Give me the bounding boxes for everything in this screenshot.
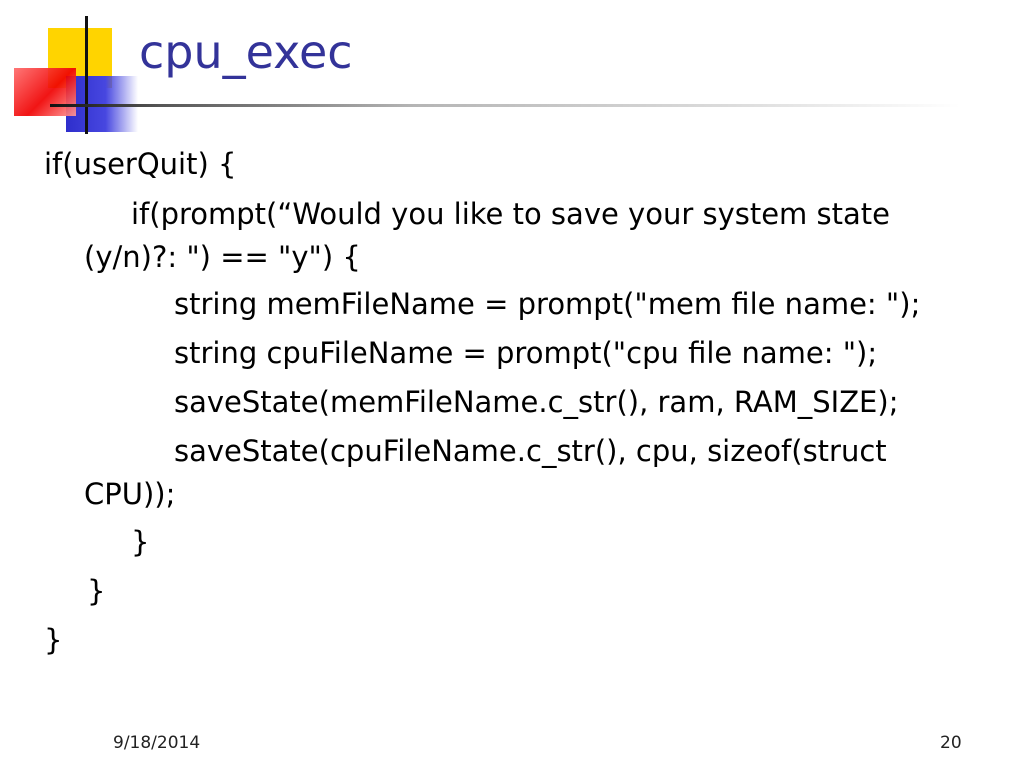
code-line: string cpuFileName = prompt("cpu file na… — [174, 336, 878, 370]
code-line: CPU)); — [84, 477, 176, 511]
code-line: string memFileName = prompt("mem file na… — [174, 287, 921, 321]
code-line: saveState(cpuFileName.c_str(), cpu, size… — [174, 434, 887, 468]
logo-red-square — [14, 68, 76, 116]
title-underline — [50, 104, 960, 107]
footer-date: 9/18/2014 — [113, 733, 201, 753]
code-line: } — [87, 574, 106, 608]
code-line: } — [44, 623, 63, 657]
slide-title: cpu_exec — [139, 25, 353, 79]
slide-number: 20 — [940, 733, 962, 753]
code-line: if(prompt(“Would you like to save your s… — [131, 197, 890, 231]
code-line: } — [131, 525, 150, 559]
code-line: saveState(memFileName.c_str(), ram, RAM_… — [174, 385, 899, 419]
logo-vertical-line — [85, 16, 88, 134]
code-line: (y/n)?: ") == "y") { — [84, 240, 361, 274]
code-line: if(userQuit) { — [44, 147, 237, 181]
